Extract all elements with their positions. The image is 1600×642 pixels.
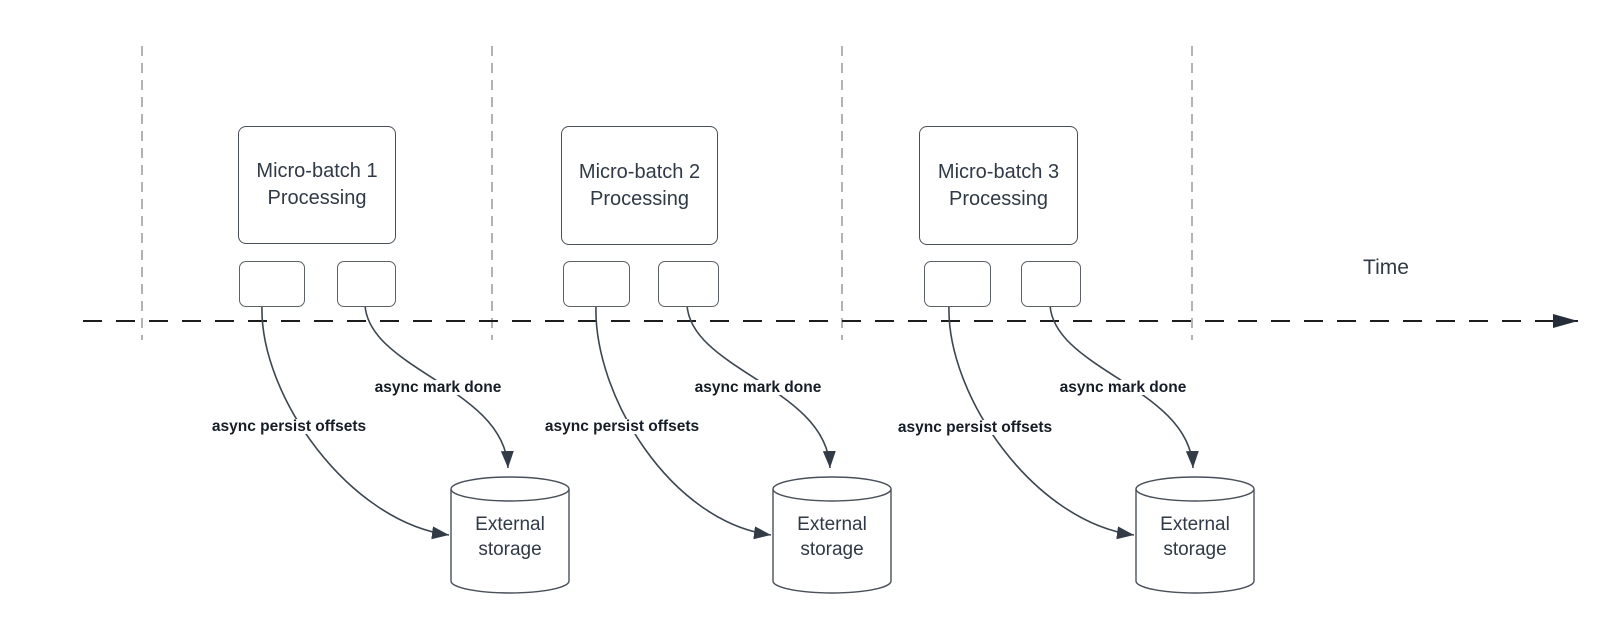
storage-label-line2: storage	[1163, 539, 1227, 560]
micro-batch-2-box: Micro-batch 2 Processing	[561, 126, 718, 245]
mark-done-arrow-label-2: async mark done	[691, 380, 825, 395]
persist-offsets-arrow-1	[261, 304, 450, 540]
persist-offsets-box-1	[239, 261, 305, 307]
micro-batch-2-title-line2: Processing	[590, 187, 689, 210]
cylinder-top	[450, 476, 570, 502]
mark-done-arrow-label-3: async mark done	[1056, 380, 1190, 395]
persist-offsets-arrow-3	[948, 304, 1135, 540]
mark-done-box-2	[658, 261, 719, 307]
external-storage-label-1: External storage	[451, 512, 569, 562]
micro-batch-3-box: Micro-batch 3 Processing	[919, 126, 1078, 245]
micro-batch-1-title-line1: Micro-batch 1	[256, 160, 378, 182]
micro-batch-1-title-line2: Processing	[267, 187, 367, 209]
storage-cylinder-1	[450, 476, 570, 594]
storage-cylinder-3	[1135, 476, 1255, 594]
cylinder-top	[1135, 476, 1255, 502]
persist-offsets-arrow-label-1: async persist offsets	[208, 419, 370, 434]
cylinder-body	[1135, 489, 1255, 594]
micro-batch-2-title-line1: Micro-batch 2	[578, 160, 701, 183]
mark-done-box-1	[337, 261, 396, 307]
persist-offsets-arrow-2	[595, 304, 772, 540]
time-axis-label: Time	[1363, 256, 1409, 279]
external-storage-label-3: External storage	[1136, 512, 1254, 562]
external-storage-label-2: External storage	[773, 512, 891, 562]
storage-label-line1: External	[475, 514, 545, 535]
persist-offsets-arrow-label-3: async persist offsets	[894, 420, 1056, 435]
storage-label-line1: External	[1160, 514, 1230, 535]
storage-label-line2: storage	[478, 539, 542, 560]
micro-batch-3-title-line1: Micro-batch 3	[937, 160, 1060, 183]
cylinder-body	[772, 489, 892, 594]
storage-label-line2: storage	[800, 539, 864, 560]
persist-offsets-box-3	[924, 261, 991, 307]
mark-done-arrow-label-1: async mark done	[371, 380, 505, 395]
persist-offsets-box-2	[563, 261, 630, 307]
micro-batch-3-title-line2: Processing	[949, 187, 1048, 210]
storage-cylinder-2	[772, 476, 892, 594]
micro-batch-1-box: Micro-batch 1 Processing	[238, 126, 396, 244]
cylinder-body	[450, 489, 570, 594]
persist-offsets-arrow-label-2: async persist offsets	[541, 419, 703, 434]
mark-done-box-3	[1021, 261, 1081, 307]
cylinder-top	[772, 476, 892, 502]
storage-label-line1: External	[797, 514, 867, 535]
